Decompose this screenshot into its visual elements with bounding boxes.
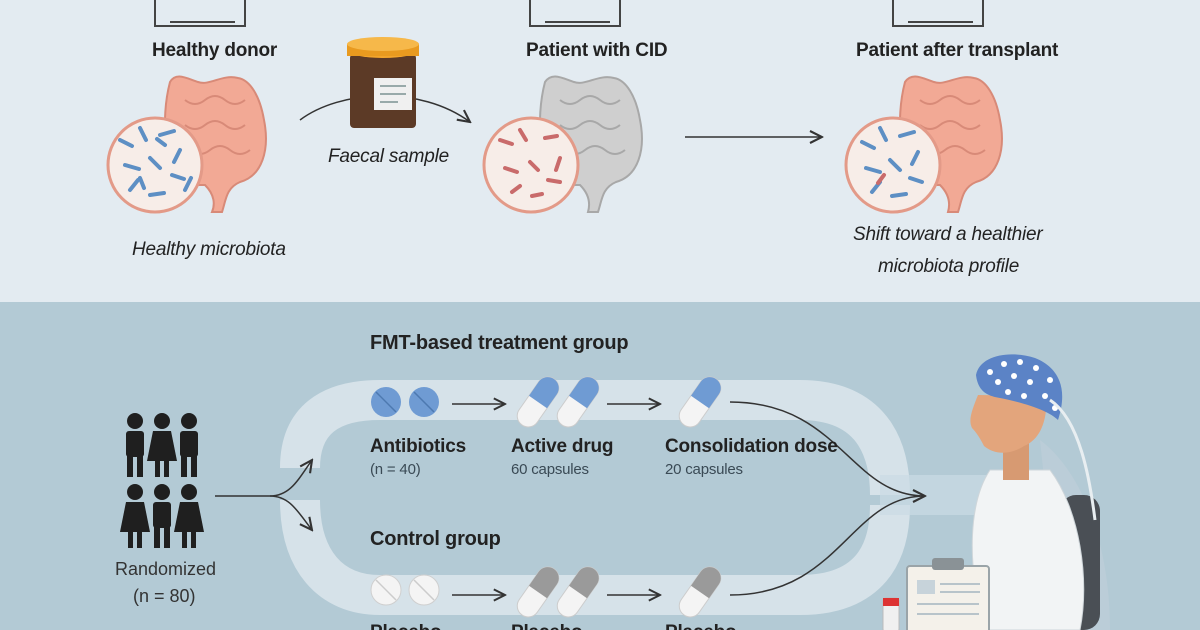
clipboard-icon xyxy=(906,558,990,630)
placebo-label-1: Placebo xyxy=(370,622,442,630)
patient-label: Patient with CID xyxy=(526,40,668,61)
antibiotic-tablet-icon xyxy=(371,387,439,417)
outcome-arrows xyxy=(729,401,925,596)
active-capsule-icon xyxy=(516,376,600,428)
placebo-tablet-icon xyxy=(370,574,440,606)
sample-label: Faecal sample xyxy=(328,146,449,167)
placebo-label-2: Placebo xyxy=(511,622,583,630)
patient-eeg-cap-illustration xyxy=(970,354,1110,630)
placebo-capsule-icon xyxy=(678,566,722,618)
fmt-group-title: FMT-based treatment group xyxy=(370,332,629,354)
placebo-capsule-icon xyxy=(516,566,600,618)
participants-icon xyxy=(120,413,204,548)
consolidation-capsule-icon xyxy=(678,376,722,428)
placebo-label-3: Placebo xyxy=(665,622,737,630)
restored-microbiota-magnifier xyxy=(844,116,942,214)
diseased-microbiota-magnifier xyxy=(482,116,580,214)
control-group-title: Control group xyxy=(370,528,501,550)
sample-tube-icon xyxy=(882,597,900,630)
study-track xyxy=(280,380,1000,615)
faecal-sample-jar-icon xyxy=(347,37,419,128)
active-drug-dose: 60 capsules xyxy=(511,461,589,478)
randomization-arrows xyxy=(215,460,312,530)
after-transplant-label: Patient after transplant xyxy=(856,40,1059,61)
hospital-bed-icon xyxy=(529,0,621,27)
randomized-count: (n = 80) xyxy=(133,586,196,606)
after-caption-line2: microbiota profile xyxy=(878,256,1020,277)
antibiotics-label: Antibiotics xyxy=(370,436,466,457)
donor-caption: Healthy microbiota xyxy=(132,239,286,260)
hospital-bed-icon xyxy=(154,0,246,27)
hospital-bed-icon xyxy=(892,0,984,27)
randomized-label: Randomized xyxy=(115,559,217,579)
after-caption-line1: Shift toward a healthier xyxy=(853,224,1043,245)
antibiotics-count: (n = 40) xyxy=(370,461,421,478)
consolidation-dose: 20 capsules xyxy=(665,461,743,478)
consolidation-label: Consolidation dose xyxy=(665,436,838,457)
active-drug-label: Active drug xyxy=(511,436,614,457)
healthy-microbiota-magnifier xyxy=(106,116,204,214)
donor-label: Healthy donor xyxy=(152,40,278,61)
